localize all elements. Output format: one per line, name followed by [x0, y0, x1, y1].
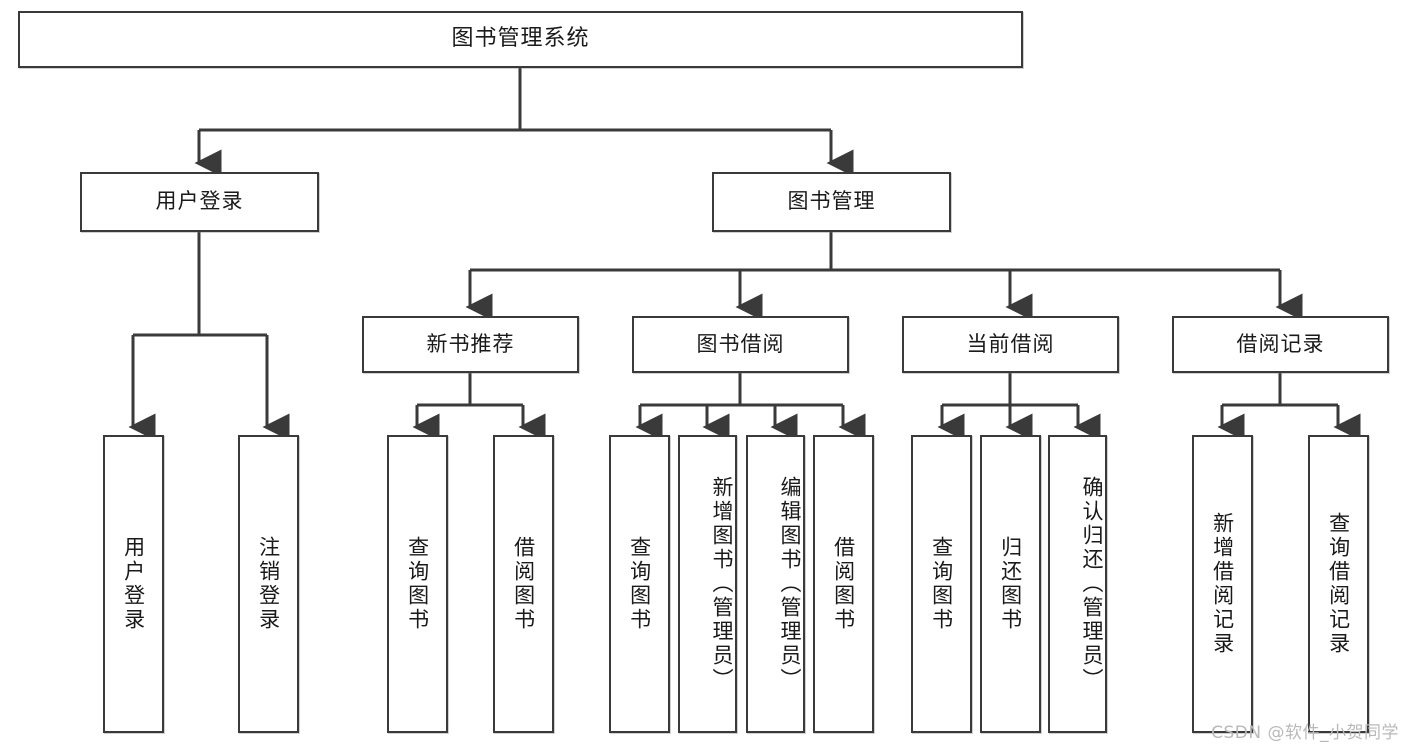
node-label: 新增借阅记录 — [1210, 512, 1235, 656]
node-label: 用户登录 — [155, 189, 244, 214]
node-current-borrow[interactable]: 当前借阅 — [902, 316, 1119, 373]
node-label: 当前借阅 — [966, 331, 1055, 356]
node-label: 归还图书 — [998, 536, 1023, 632]
node-borrow-record[interactable]: 借阅记录 — [1172, 316, 1389, 373]
node-label: 编辑图书（管理员） — [778, 476, 802, 692]
node-label: 图书借阅 — [696, 331, 785, 356]
node-label: 新增图书（管理员） — [710, 476, 734, 692]
node-book-borrow[interactable]: 图书借阅 — [632, 316, 849, 373]
node-label: 借阅图书 — [511, 536, 536, 632]
leaf-query-book-current[interactable]: 查询图书 — [911, 435, 972, 733]
node-label: 借阅图书 — [831, 536, 856, 632]
node-label: 查询图书 — [627, 536, 652, 632]
node-user-login[interactable]: 用户登录 — [80, 172, 319, 232]
node-label: 新书推荐 — [426, 331, 515, 356]
node-new-book-recommend[interactable]: 新书推荐 — [362, 316, 579, 373]
leaf-edit-book-admin[interactable]: 编辑图书（管理员） — [746, 435, 805, 733]
node-root-system[interactable]: 图书管理系统 — [18, 11, 1023, 68]
leaf-confirm-return-admin[interactable]: 确认归还（管理员） — [1048, 435, 1107, 733]
leaf-borrow-book-recommend[interactable]: 借阅图书 — [493, 435, 554, 733]
node-book-management[interactable]: 图书管理 — [712, 172, 951, 232]
node-label: 查询借阅记录 — [1326, 512, 1351, 656]
node-label: 用户登录 — [121, 536, 146, 632]
node-label: 图书管理系统 — [451, 26, 590, 52]
node-label: 查询图书 — [929, 536, 954, 632]
leaf-add-borrow-record[interactable]: 新增借阅记录 — [1192, 435, 1253, 733]
node-label: 确认归还（管理员） — [1080, 476, 1104, 692]
leaf-query-book-borrow[interactable]: 查询图书 — [609, 435, 670, 733]
watermark-text: CSDN @软件_小贺同学 — [1211, 723, 1399, 743]
node-label: 借阅记录 — [1236, 331, 1325, 356]
leaf-user-login[interactable]: 用户登录 — [103, 435, 164, 733]
node-label: 图书管理 — [787, 189, 876, 214]
leaf-logout[interactable]: 注销登录 — [238, 435, 299, 733]
leaf-borrow-book[interactable]: 借阅图书 — [813, 435, 874, 733]
leaf-query-book-recommend[interactable]: 查询图书 — [387, 435, 448, 733]
leaf-add-book-admin[interactable]: 新增图书（管理员） — [678, 435, 737, 733]
leaf-return-book[interactable]: 归还图书 — [980, 435, 1041, 733]
leaf-query-borrow-record[interactable]: 查询借阅记录 — [1308, 435, 1369, 733]
node-label: 注销登录 — [256, 536, 281, 632]
node-label: 查询图书 — [405, 536, 430, 632]
